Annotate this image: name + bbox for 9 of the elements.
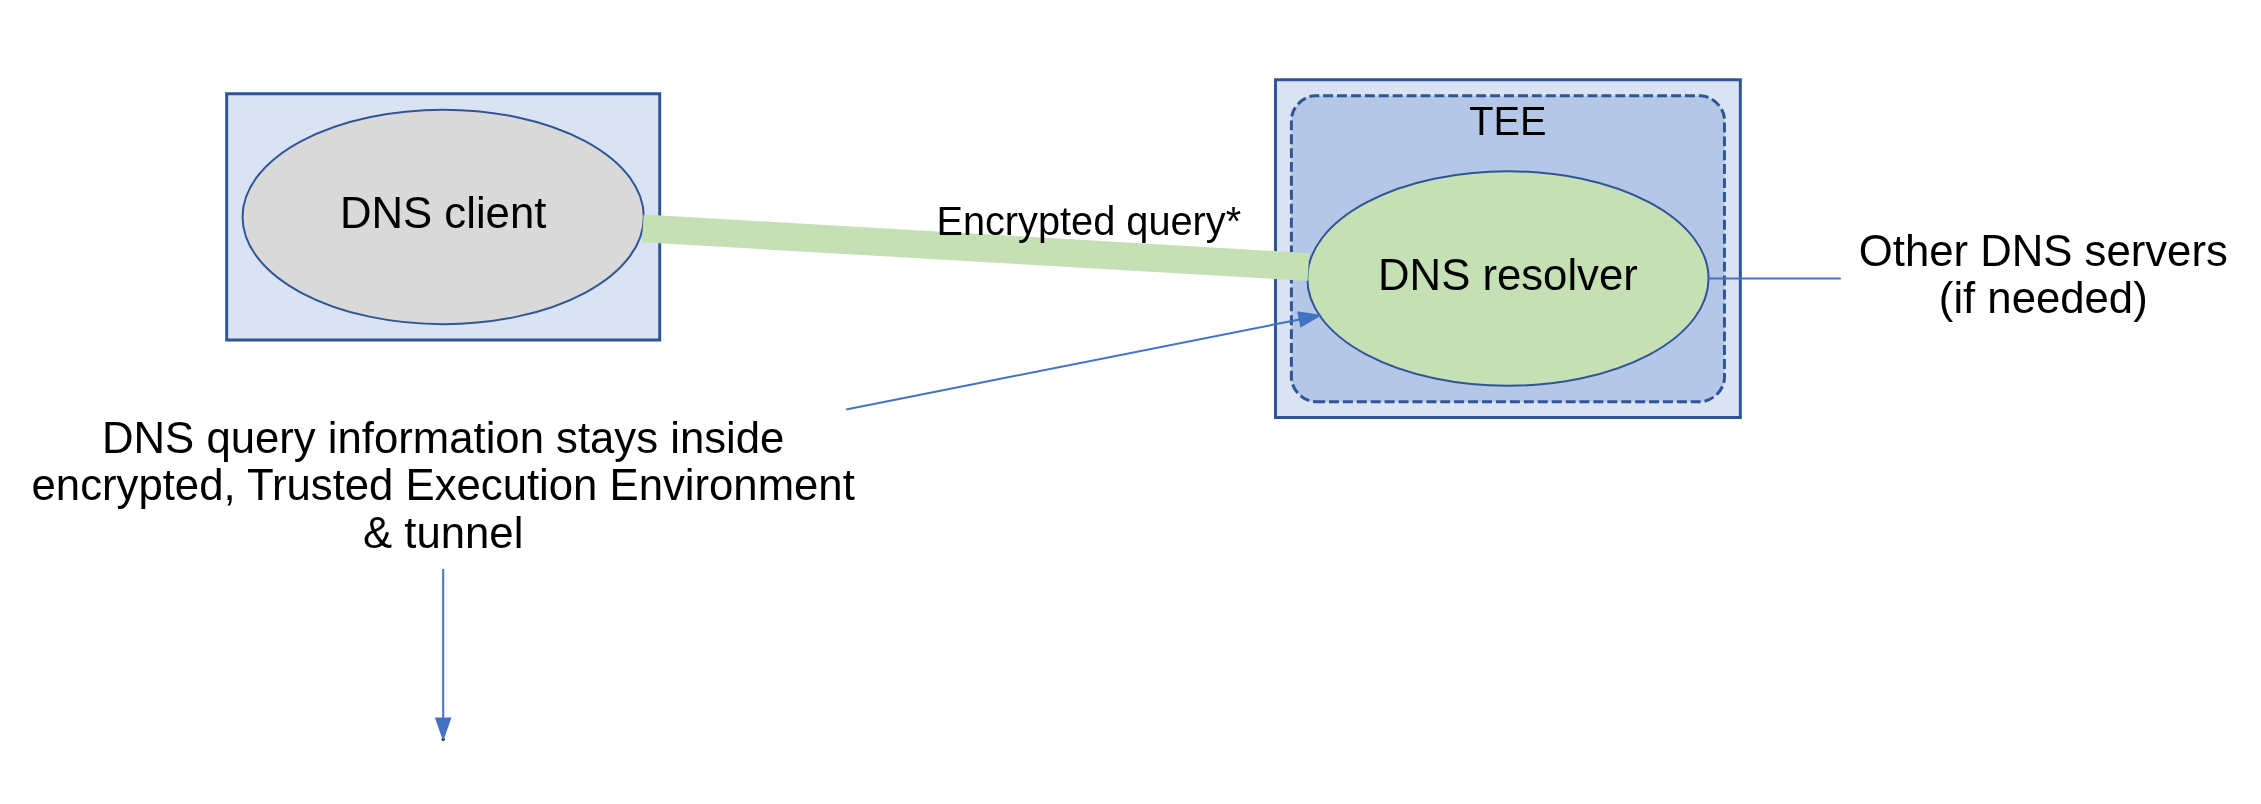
- cluster: [1274, 78, 1742, 419]
- node-ellipse: DNS client: [241, 108, 645, 326]
- node-ellipse: DNS resolver: [1306, 170, 1710, 387]
- edge-label: Encrypted query*: [936, 198, 1242, 243]
- connector: [1708, 277, 1842, 280]
- cluster: [225, 92, 662, 342]
- arrow: [845, 311, 1323, 411]
- node-text: DNS query information stays inside encrypted, Trusted Execution Environment & tunnel: [31, 412, 855, 557]
- node-text: Other DNS servers (if needed): [1858, 225, 2228, 323]
